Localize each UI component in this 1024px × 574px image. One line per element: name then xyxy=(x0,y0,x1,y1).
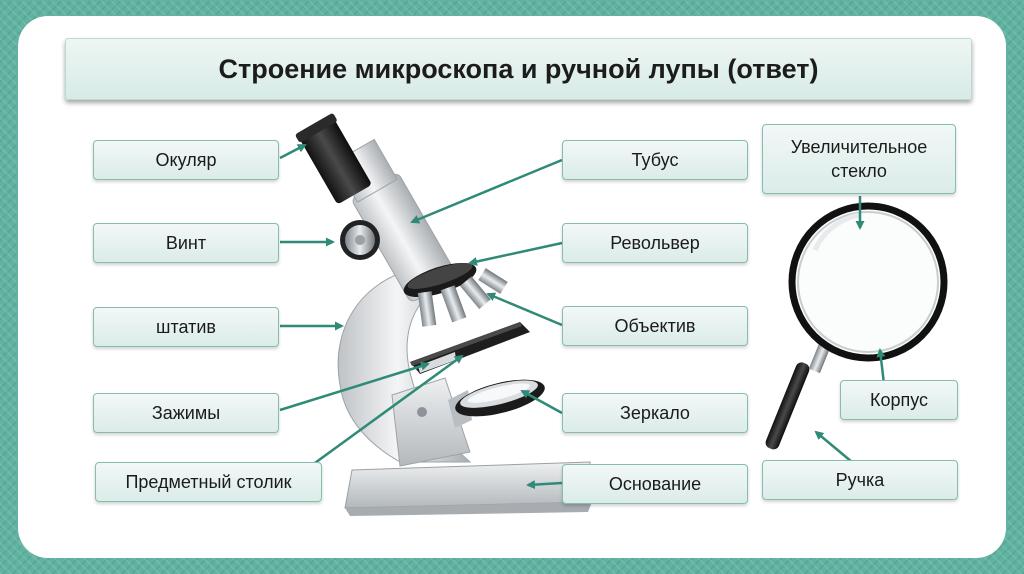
label-handle: Ручка xyxy=(762,460,958,500)
arrow-base xyxy=(526,480,563,490)
label-screw: Винт xyxy=(93,223,279,263)
label-base: Основание xyxy=(562,464,748,504)
arrow-handle xyxy=(814,430,853,463)
label-body: Корпус xyxy=(840,380,958,420)
label-mirror-text: Зеркало xyxy=(620,402,690,423)
microscope-illustration xyxy=(295,113,593,516)
label-eyepiece: Окуляр xyxy=(93,140,279,180)
arrow-objective xyxy=(486,292,563,327)
arrow-mirror xyxy=(520,389,563,415)
label-stage-text: Предметный столик xyxy=(125,471,292,492)
label-stage: Предметный столик xyxy=(95,462,322,502)
arrow-body xyxy=(876,348,886,385)
arrow-eyepiece xyxy=(279,143,307,160)
arrow-stage xyxy=(307,354,464,470)
arrow-tube xyxy=(410,158,563,224)
label-base-text: Основание xyxy=(608,473,702,494)
label-clamps: Зажимы xyxy=(93,393,279,433)
label-eyepiece-text: Окуляр xyxy=(155,149,217,170)
label-magnifying-glass-line2: стекло xyxy=(831,161,887,181)
label-handle-text: Ручка xyxy=(835,469,885,490)
arrow-revolver xyxy=(468,241,563,266)
arrow-clamps xyxy=(279,361,430,412)
label-magnifying-glass-line1: Увеличительное xyxy=(790,136,928,157)
label-body-text: Корпус xyxy=(869,389,929,410)
label-tube: Тубус xyxy=(562,140,748,180)
label-arrows xyxy=(279,143,886,490)
label-stand: штатив xyxy=(93,307,279,347)
label-stand-text: штатив xyxy=(156,316,216,337)
label-revolver: Револьвер xyxy=(562,223,748,263)
label-objective-text: Объектив xyxy=(614,315,696,336)
label-objective: Объектив xyxy=(562,306,748,346)
title-banner: Строение микроскопа и ручной лупы (ответ… xyxy=(65,38,972,100)
label-clamps-text: Зажимы xyxy=(151,402,221,423)
label-tube-text: Тубус xyxy=(631,149,679,170)
label-magnifying-glass: Увеличительное стекло xyxy=(762,124,956,194)
label-revolver-text: Револьвер xyxy=(610,232,700,253)
magnifier-illustration xyxy=(765,202,948,450)
page-title: Строение микроскопа и ручной лупы (ответ… xyxy=(218,53,819,84)
label-mirror: Зеркало xyxy=(562,393,748,433)
label-screw-text: Винт xyxy=(165,232,207,253)
